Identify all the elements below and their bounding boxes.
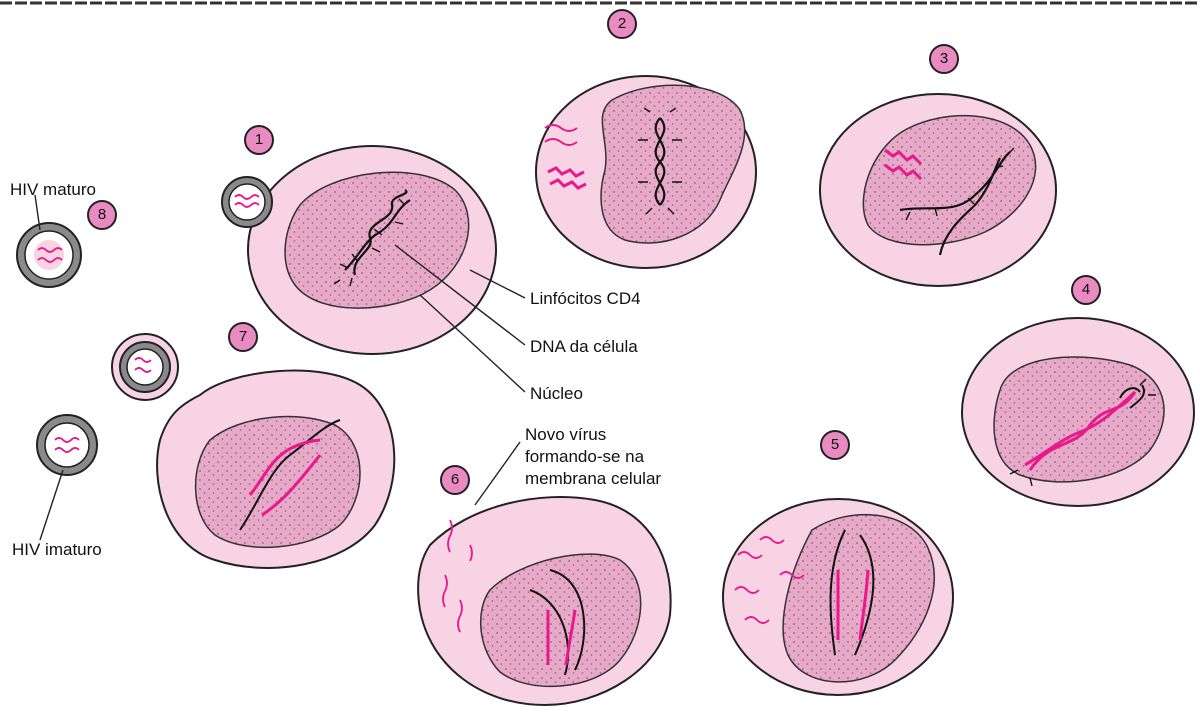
- label-cd4-lymphocytes: Linfócitos CD4: [530, 289, 641, 308]
- cell-step-6: [418, 497, 671, 705]
- hiv-mature-virus: [17, 223, 81, 287]
- step-badge-7: 7: [228, 322, 258, 352]
- cell-step-3: [820, 94, 1056, 286]
- label-nucleus: Núcleo: [530, 384, 583, 403]
- label-new-virus-line-3: membrana celular: [525, 469, 661, 488]
- cell-step-5: [723, 499, 953, 695]
- virus-budding-7: [112, 334, 178, 400]
- step-badge-2: 2: [607, 9, 637, 39]
- step-badge-5: 5: [820, 430, 850, 460]
- label-new-virus-line-2: formando-se na: [525, 447, 644, 466]
- label-hiv-immature: HIV imaturo: [12, 540, 102, 559]
- cell-step-2: [536, 76, 756, 268]
- label-hiv-mature: HIV maturo: [10, 180, 96, 199]
- label-new-virus-line-1: Novo vírus: [525, 425, 606, 444]
- step-badge-6: 6: [440, 465, 470, 495]
- step-badge-8: 8: [87, 200, 117, 230]
- step-badge-3: 3: [929, 44, 959, 74]
- label-cell-dna: DNA da célula: [530, 337, 638, 356]
- hiv-immature-virus: [37, 415, 97, 475]
- cell-step-1: [248, 146, 496, 354]
- virus-docking: [222, 177, 272, 227]
- step-badge-1: 1: [244, 125, 274, 155]
- cell-step-4: [962, 318, 1194, 506]
- cell-step-7: [157, 371, 394, 568]
- step-badge-4: 4: [1071, 275, 1101, 305]
